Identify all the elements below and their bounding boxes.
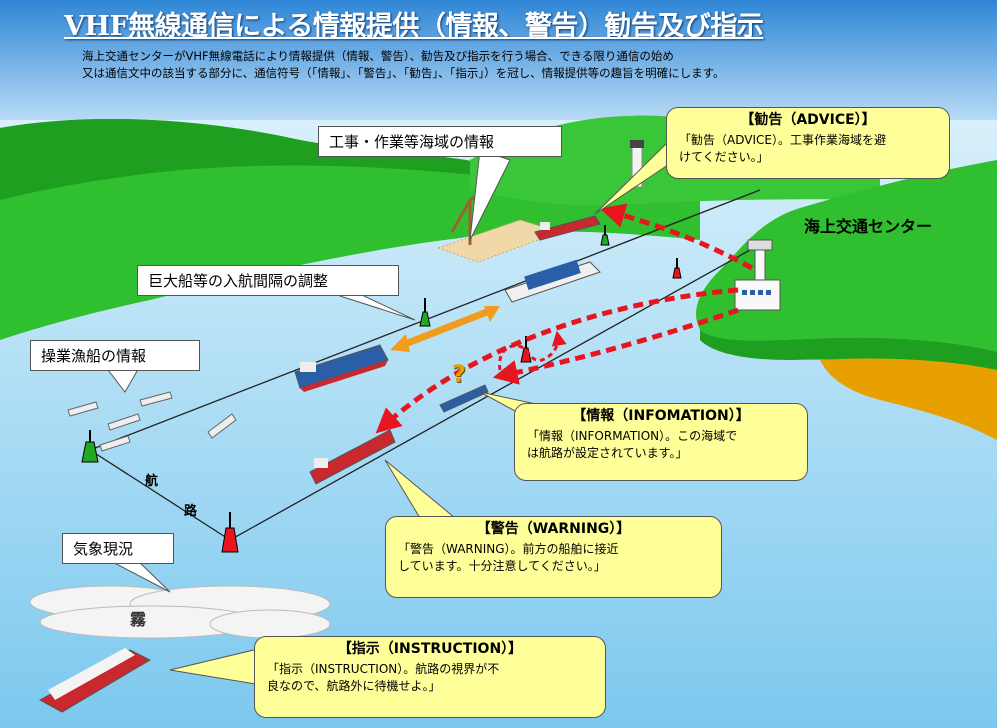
callout-information-title: 【情報（INFOMATION）】 <box>572 408 750 424</box>
tanker-upper <box>534 215 601 241</box>
label-fishing-info: 操業漁船の情報 <box>30 340 200 371</box>
callout-warning-body: 「警告（WARNING）。前方の船舶に接近 しています。十分注意してください。」 <box>386 541 721 581</box>
callout-warning-line-1: 「警告（WARNING）。前方の船舶に接近 <box>398 542 619 556</box>
callout-information-body: 「情報（INFORMATION）。この海域で は航路が設定されています。」 <box>515 428 807 468</box>
route-label-1: 航 <box>145 474 159 489</box>
coordination-arrow <box>390 306 500 352</box>
intro-text: 海上交通センターがVHF無線電話により情報提供（情報、警告）、勧告及び指示を行う… <box>82 48 982 82</box>
instruction-ship <box>38 648 152 713</box>
callout-information-line-2: は航路が設定されています。」 <box>527 446 688 460</box>
callout-information: 【情報（INFOMATION）】 「情報（INFORMATION）。この海域で … <box>514 403 808 481</box>
callout-information-line-1: 「情報（INFORMATION）。この海域で <box>527 429 738 443</box>
callout-instruction-line-1: 「指示（INSTRUCTION）。航路の視界が不 <box>267 662 500 676</box>
tanker-center <box>294 344 389 392</box>
callout-advice-line-1: 「勧告（ADVICE）。工事作業海域を避 <box>679 133 886 147</box>
arrow-advice <box>600 203 754 271</box>
callout-warning-line-2: しています。十分注意してください。」 <box>398 559 606 573</box>
arrow-information <box>492 307 739 385</box>
red-buoy-left <box>221 512 239 553</box>
label-construction-info: 工事・作業等海域の情報 <box>318 126 562 157</box>
traffic-center-label: 海上交通センター <box>804 217 933 236</box>
intro-line-2: 又は通信文中の該当する部分に、通信符号（「情報」、「警告」、「勧告」、「指示」）… <box>82 66 725 80</box>
page-title: VHF無線通信による情報提供（情報、警告）勧告及び指示 <box>64 11 764 42</box>
callout-warning: 【警告（WARNING）】 「警告（WARNING）。前方の船舶に接近 していま… <box>385 516 722 598</box>
fishing-boats <box>67 391 237 452</box>
callout-advice-line-2: けてください。」 <box>679 150 769 164</box>
callout-advice: 【勧告（ADVICE）】 「勧告（ADVICE）。工事作業海域を避 けてください… <box>666 107 950 179</box>
sand-beach <box>820 358 997 440</box>
callout-advice-title: 【勧告（ADVICE）】 <box>740 112 876 128</box>
green-buoy-middle <box>419 298 431 327</box>
fog-cloud <box>29 585 331 639</box>
fog-label: 霧 <box>130 610 147 629</box>
green-buoy-left <box>81 430 99 463</box>
arrow-warning <box>375 287 739 434</box>
callout-instruction-line-2: 良なので、航路外に待機せよ。」 <box>267 679 441 693</box>
label-large-ship-interval: 巨大船等の入航間隔の調整 <box>137 265 399 296</box>
callout-advice-body: 「勧告（ADVICE）。工事作業海域を避 けてください。」 <box>667 132 949 172</box>
label-weather: 気象現況 <box>62 533 174 564</box>
large-container-ship <box>504 259 601 303</box>
callout-instruction-body: 「指示（INSTRUCTION）。航路の視界が不 良なので、航路外に待機せよ。」 <box>255 661 605 701</box>
route-label-2: 路 <box>184 504 198 519</box>
callout-warning-title: 【警告（WARNING）】 <box>476 521 631 537</box>
route-line-entrance <box>89 449 231 541</box>
callout-instruction-title: 【指示（INSTRUCTION）】 <box>337 641 523 657</box>
tanker-lower <box>309 429 396 485</box>
callout-instruction: 【指示（INSTRUCTION）】 「指示（INSTRUCTION）。航路の視界… <box>254 636 606 718</box>
small-ship-info <box>439 384 489 413</box>
far-land-shadow <box>0 118 520 200</box>
traffic-center-building <box>734 239 781 311</box>
question-mark: ? <box>452 360 466 388</box>
red-buoy-right <box>672 258 682 279</box>
intro-line-1: 海上交通センターがVHF無線電話により情報提供（情報、警告）、勧告及び指示を行う… <box>82 49 674 63</box>
lighthouse-lamp <box>630 140 644 148</box>
signal-arrows <box>375 203 754 434</box>
